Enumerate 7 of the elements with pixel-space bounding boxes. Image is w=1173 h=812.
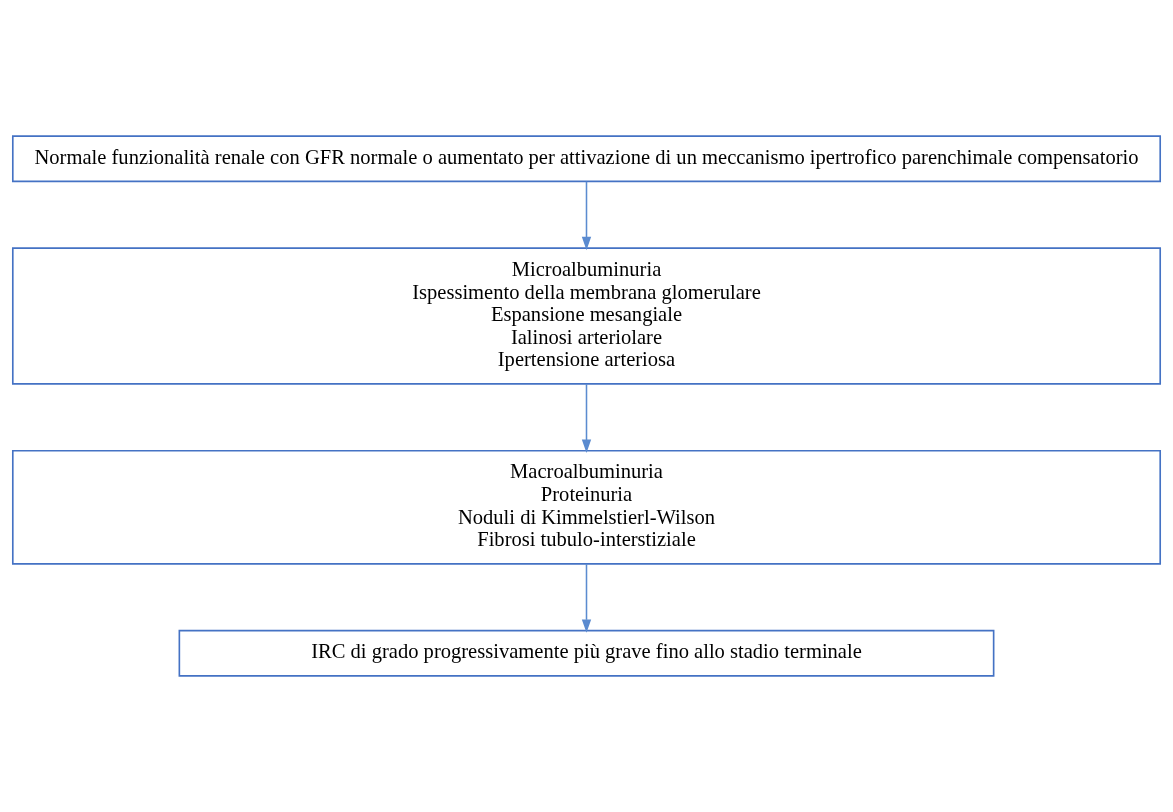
- node-box: Macroalbuminuria Proteinuria Noduli di Kimmelstierl-Wilson Fibrosi tubulo-interstiziale: [11, 449, 1162, 565]
- node-box: IRC di grado progressivamente più grave fino allo stadio terminale: [178, 629, 995, 677]
- arrow: [581, 180, 592, 251]
- arrow: [581, 563, 592, 633]
- node-box: Microalbuminuria Ispessimento della membrana glomerulare Espansione mesangiale Ialinosi arteriolare Ipertensione arteriosa: [11, 247, 1162, 385]
- node-box: Normale funzionalità renale con GFR normale o aumentato per attivazione di un meccanismo ipertrofico parenchimale compensatorio: [11, 135, 1162, 183]
- arrow: [581, 383, 592, 453]
